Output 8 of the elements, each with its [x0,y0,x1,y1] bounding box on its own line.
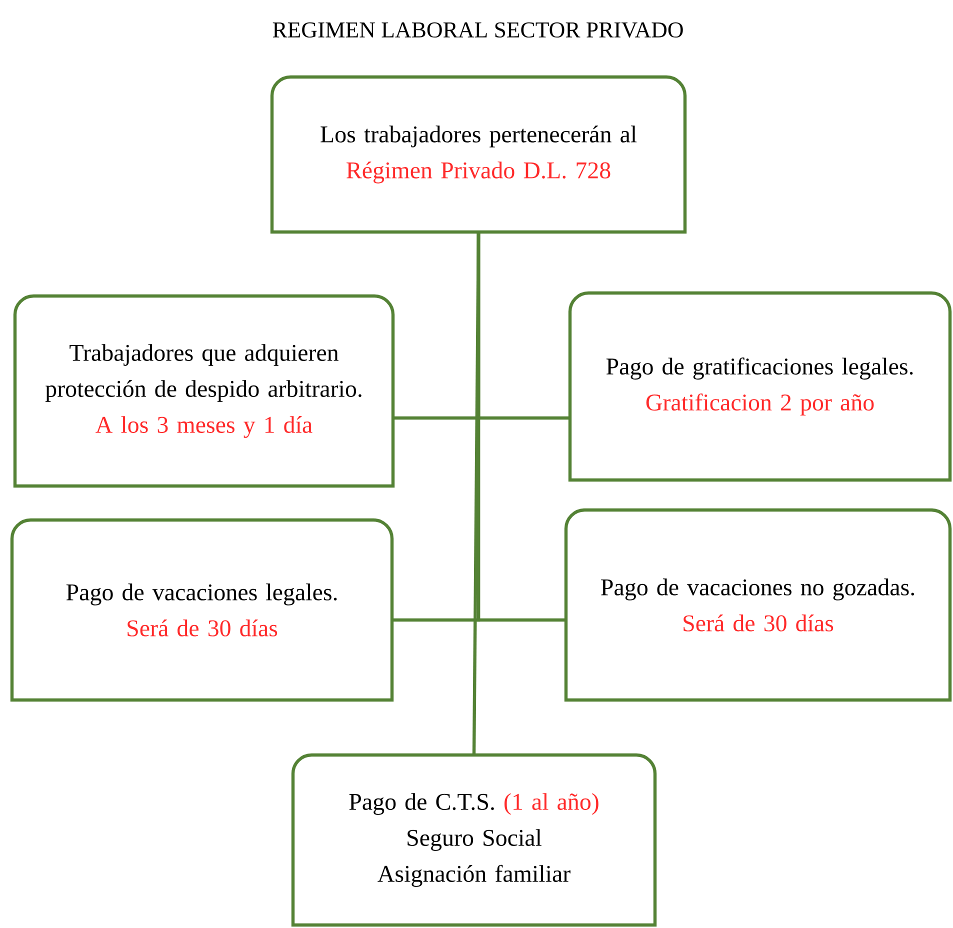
title: REGIMEN LABORAL SECTOR PRIVADO [272,22,683,38]
text-box: Trabajadores que adquieren protección de despido arbitrario. A los 3 meses y 1 día [13,294,395,488]
text-box: Pago de gratificaciones legales. Gratificacion 2 por año [568,291,952,482]
text-box: Pago de vacaciones no gozadas. Será de 30 días [564,508,952,702]
text-box: Pago de vacaciones legales. Será de 30 días [10,518,394,702]
connector-line [472,232,480,756]
text-box: Los trabajadores pertenecerán al Régimen Privado D.L. 728 [270,75,687,234]
text-box: Pago de C.T.S. (1 al año) Seguro Social Asignación familiar [291,753,657,927]
